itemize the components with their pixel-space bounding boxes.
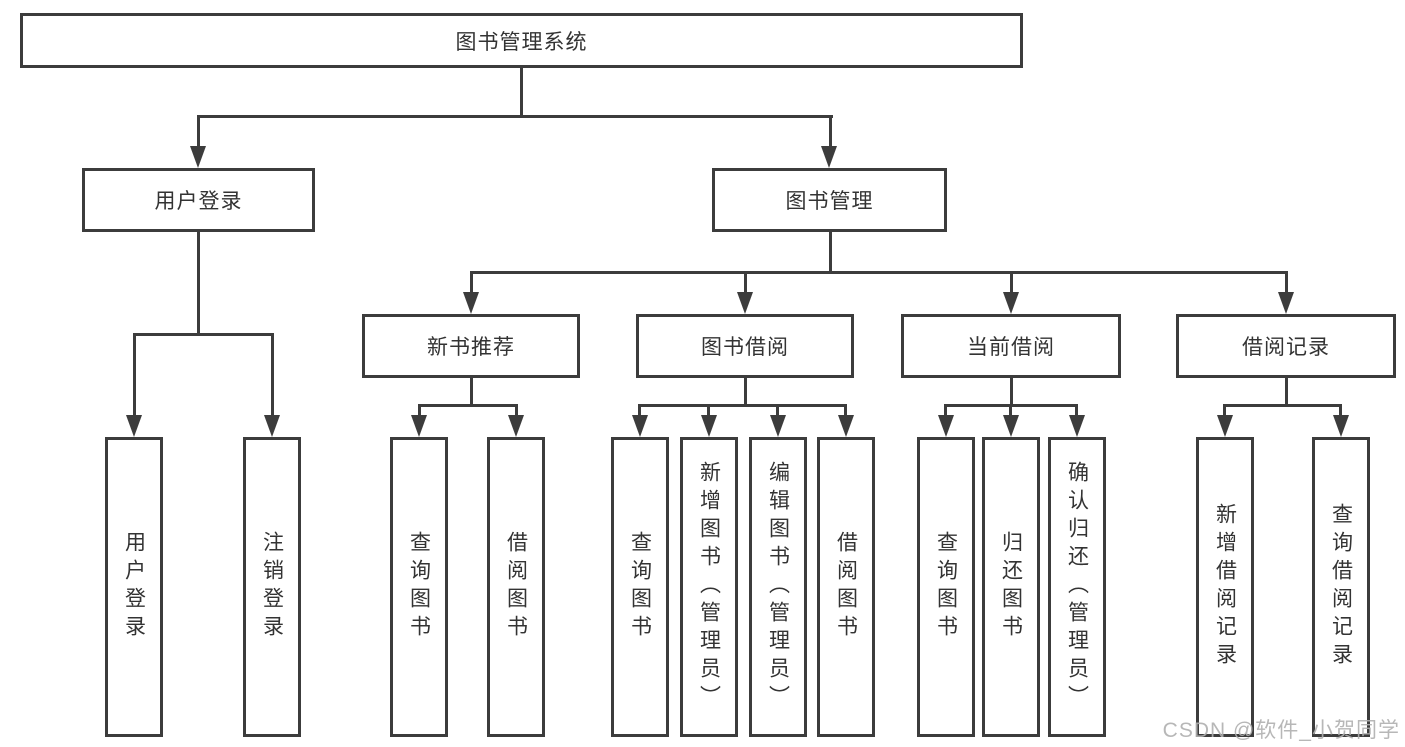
box-leaf-confirm-return-admin-label: 确认归还（管理员） [1065,461,1089,713]
edge-root-stem [520,68,523,118]
box-borrow-records-label: 借阅记录 [1242,336,1330,359]
edge-leaf-borrow-books-2-drop [844,404,847,415]
box-leaf-query-books-2-label: 查询图书 [628,531,652,643]
box-new-book-recommend: 新书推荐 [362,314,580,378]
edge-current-borrow-stem [1010,378,1013,407]
box-book-management: 图书管理 [712,168,947,232]
box-leaf-query-books-1: 查询图书 [390,437,448,737]
edge-new-book-recommend-rail [418,404,517,407]
edge-book-management-stem [829,232,832,274]
edge-leaf-add-book-admin-drop [707,404,710,415]
box-leaf-query-borrow-record-label: 查询借阅记录 [1329,503,1353,671]
box-user-login: 用户登录 [82,168,315,232]
edge-leaf-logout-drop [271,333,274,415]
edge-book-borrow-drop [744,271,747,292]
box-leaf-confirm-return-admin: 确认归还（管理员） [1048,437,1106,737]
edge-book-borrow-rail [639,404,847,407]
edge-user-login-stem [197,232,200,336]
box-borrow-records: 借阅记录 [1176,314,1396,378]
edge-new-book-recommend-stem [470,378,473,407]
arrow-down-icon [821,146,837,168]
box-leaf-query-books-1-label: 查询图书 [407,531,431,643]
box-leaf-edit-book-admin-label: 编辑图书（管理员） [766,461,790,713]
box-leaf-edit-book-admin: 编辑图书（管理员） [749,437,807,737]
edge-leaf-user-login-drop [133,333,136,415]
box-leaf-query-borrow-record: 查询借阅记录 [1312,437,1370,737]
box-leaf-add-borrow-record-label: 新增借阅记录 [1213,503,1237,671]
box-leaf-borrow-books-2: 借阅图书 [817,437,875,737]
arrow-down-icon [1217,415,1233,437]
box-new-book-recommend-label: 新书推荐 [427,336,515,359]
edge-user-login-rail [133,333,274,336]
box-leaf-return-book: 归还图书 [982,437,1040,737]
box-leaf-logout-label: 注销登录 [260,531,284,643]
edge-new-book-recommend-drop [470,271,473,292]
box-leaf-query-books-2: 查询图书 [611,437,669,737]
edge-leaf-query-books-2-drop [638,404,641,415]
arrow-down-icon [838,415,854,437]
box-leaf-return-book-label: 归还图书 [999,531,1023,643]
edge-level2-rail [470,271,1288,274]
edge-leaf-query-borrow-record-drop [1339,404,1342,415]
arrow-down-icon [264,415,280,437]
edge-leaf-edit-book-admin-drop [776,404,779,415]
box-leaf-add-borrow-record: 新增借阅记录 [1196,437,1254,737]
box-system-root: 图书管理系统 [20,13,1023,68]
arrow-down-icon [463,292,479,314]
box-leaf-add-book-admin: 新增图书（管理员） [680,437,738,737]
arrow-down-icon [1333,415,1349,437]
arrow-down-icon [737,292,753,314]
edge-book-management-drop [829,115,832,147]
box-book-borrow-label: 图书借阅 [701,336,789,359]
edge-leaf-confirm-return-admin-drop [1075,404,1078,415]
arrow-down-icon [1069,415,1085,437]
box-leaf-query-books-3-label: 查询图书 [934,531,958,643]
box-book-borrow: 图书借阅 [636,314,854,378]
box-current-borrow: 当前借阅 [901,314,1121,378]
edge-leaf-query-books-1-drop [418,404,421,415]
box-leaf-add-book-admin-label: 新增图书（管理员） [697,461,721,713]
box-book-management-label: 图书管理 [785,190,874,213]
box-leaf-borrow-books-2-label: 借阅图书 [834,531,858,643]
arrow-down-icon [1003,292,1019,314]
edge-leaf-add-borrow-record-drop [1223,404,1226,415]
arrow-down-icon [632,415,648,437]
arrow-down-icon [938,415,954,437]
box-leaf-user-login: 用户登录 [105,437,163,737]
box-system-root-label: 图书管理系统 [455,30,588,54]
edge-current-borrow-drop [1010,271,1013,292]
box-leaf-query-books-3: 查询图书 [917,437,975,737]
edge-leaf-borrow-books-1-drop [515,404,518,415]
box-user-login-label: 用户登录 [154,190,243,213]
arrow-down-icon [508,415,524,437]
box-leaf-borrow-books-1-label: 借阅图书 [504,531,528,643]
arrow-down-icon [701,415,717,437]
edge-user-login-drop [197,115,200,147]
arrow-down-icon [1003,415,1019,437]
edge-borrow-records-stem [1285,378,1288,407]
csdn-watermark: CSDN @软件_小贺同学 [1162,719,1400,742]
edge-leaf-return-book-drop [1009,404,1012,415]
box-leaf-logout: 注销登录 [243,437,301,737]
arrow-down-icon [1278,292,1294,314]
arrow-down-icon [770,415,786,437]
edge-leaf-query-books-3-drop [944,404,947,415]
box-current-borrow-label: 当前借阅 [967,336,1055,359]
arrow-down-icon [411,415,427,437]
edge-level1-rail [197,115,833,118]
edge-borrow-records-drop [1285,271,1288,292]
edge-book-borrow-stem [744,378,747,407]
arrow-down-icon [190,146,206,168]
arrow-down-icon [126,415,142,437]
box-leaf-borrow-books-1: 借阅图书 [487,437,545,737]
edge-borrow-records-rail [1224,404,1342,407]
box-leaf-user-login-label: 用户登录 [122,531,146,643]
